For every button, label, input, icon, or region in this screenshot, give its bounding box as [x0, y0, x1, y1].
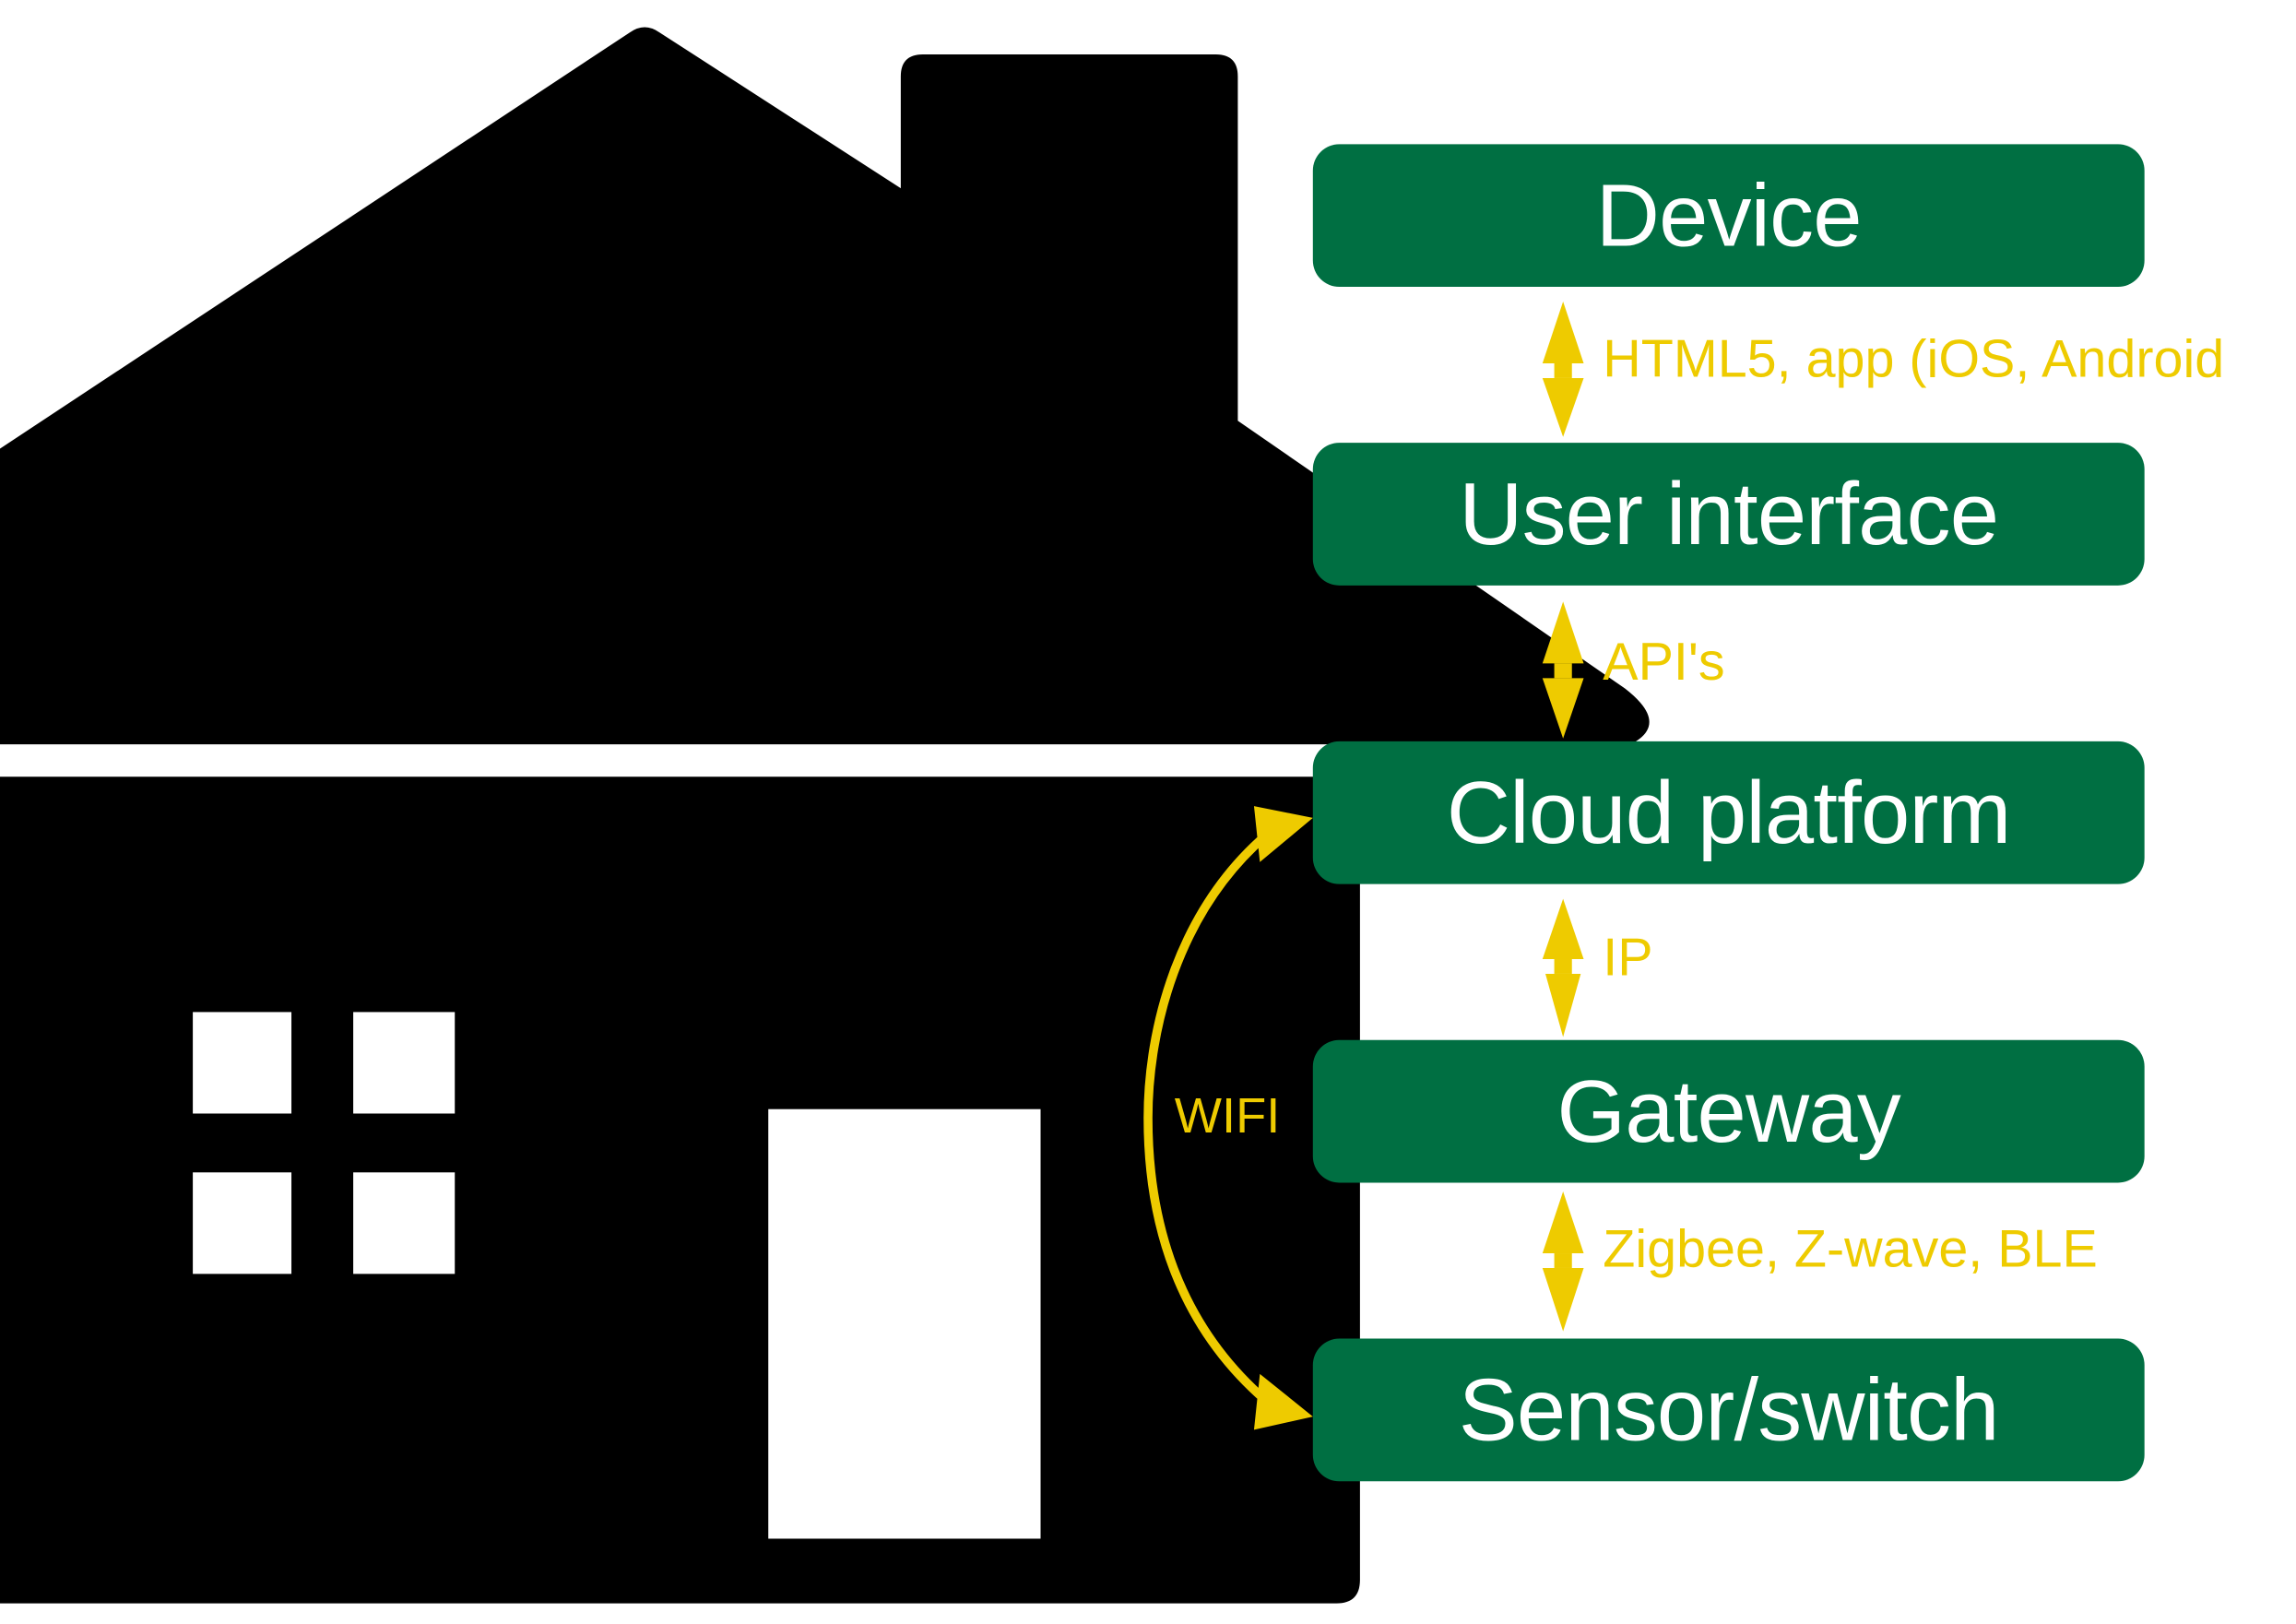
window-pane	[353, 1012, 456, 1114]
layer-cloud-platform-box: Cloud platform	[1312, 741, 2145, 884]
wifi-label: WIFI	[1174, 1088, 1281, 1144]
window-pane	[353, 1172, 456, 1274]
double-arrow-icon	[1542, 898, 1584, 1037]
link-label-ip: IP	[1603, 926, 1653, 988]
double-arrow-icon	[1542, 1191, 1584, 1332]
layer-user-interface-box: User interface	[1312, 443, 2145, 586]
door	[768, 1108, 1041, 1539]
wifi-curved-arrow-icon	[1143, 806, 1313, 1430]
link-label-html5-app: HTML5, app (iOS, Android	[1603, 327, 2225, 389]
link-label-zigbee: Zigbee, Z-wave, BLE	[1603, 1217, 2098, 1279]
house-roof	[0, 27, 1650, 745]
window-pane	[193, 1172, 292, 1274]
double-arrow-icon	[1542, 301, 1584, 437]
layer-device-box: Device	[1312, 144, 2145, 288]
layer-sensor-switch-box: Sensor/switch	[1312, 1338, 2145, 1482]
link-label-apis: API's	[1603, 631, 1725, 692]
layer-gateway-box: Gateway	[1312, 1039, 2145, 1183]
double-arrow-icon	[1542, 601, 1584, 739]
window-pane	[193, 1012, 292, 1114]
